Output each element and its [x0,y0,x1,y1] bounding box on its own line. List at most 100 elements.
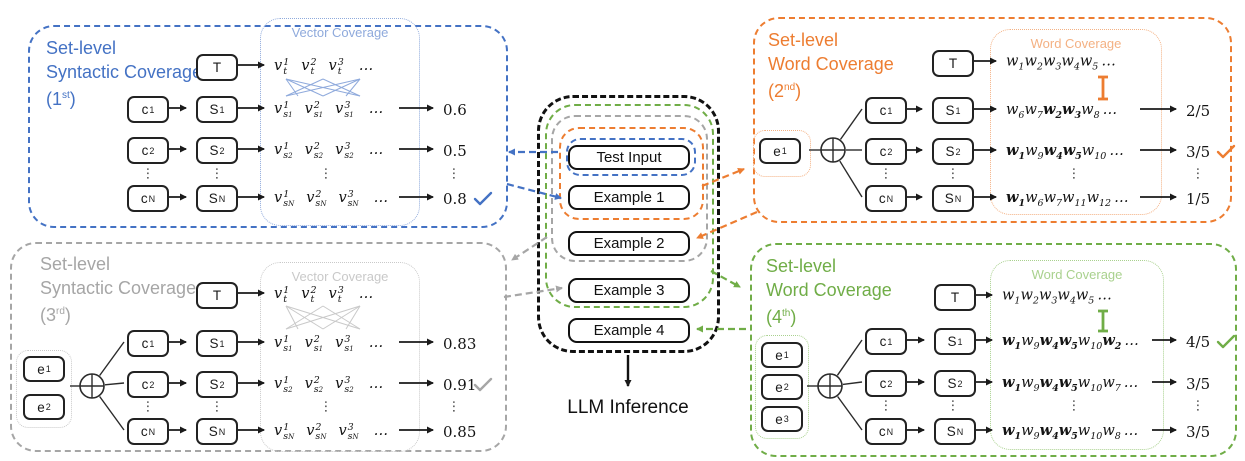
score-value-1: 0.6 [443,101,467,119]
word-row-1: w1w9w4w5w10w2… [1002,332,1139,352]
word-row-N: w1w6w7w11w12… [1006,189,1129,209]
check-icon [473,377,493,397]
score-value-N: 3/5 [1186,423,1211,441]
score-value-2: 0.5 [443,142,467,160]
dots: ⋮ [141,399,155,415]
coverage-box [990,29,1162,215]
t-box: T [196,54,238,81]
score-value-2: 3/5 [1186,143,1211,161]
word-row-t: w1w2w3w4w5… [1002,287,1112,307]
word-row-N: w1w9w4w5w10w8… [1002,422,1139,442]
score-value-1: 0.83 [443,335,477,353]
coverage-box [260,18,420,226]
t-box: T [934,284,976,311]
llm-inference-label: LLM Inference [567,397,689,418]
example-set-box [755,335,809,439]
dots: ⋮ [879,398,893,414]
dots: ⋮ [946,398,960,414]
check-icon [1216,144,1236,164]
coverage-label: Word Coverage [1031,267,1123,282]
score-value-2: 3/5 [1186,375,1211,393]
dots: ⋮ [210,166,224,182]
check-icon [473,191,493,211]
prompt-ring-blue [566,138,696,176]
coverage-label: Word Coverage [1030,36,1122,51]
example-set-box [16,350,72,428]
score-value-2: 0.91 [443,376,477,394]
word-row-2: w1w9w4w5w10w7… [1002,374,1139,394]
dots: ⋮ [319,399,333,415]
prompt-ring-green [545,104,714,308]
dots: ⋮ [141,166,155,182]
stack-item-example-1: Example 1 [568,185,690,210]
word-row-t: w1w2w3w4w5… [1006,53,1116,73]
score-value-1: 2/5 [1186,102,1211,120]
score-value-N: 0.85 [443,423,477,441]
t-box: T [196,282,238,309]
score-value-N: 0.8 [443,190,467,208]
stack-item-test-input: Test Input [568,145,690,170]
example-set-box [753,130,811,177]
dots: ⋮ [447,399,461,415]
coverage-label: Vector Coverage [291,25,389,40]
score-value-1: 4/5 [1186,333,1211,351]
dots: ⋮ [319,166,333,182]
dots: ⋮ [946,166,960,182]
stack-item-example-2: Example 2 [568,231,690,256]
dots: ⋮ [447,166,461,182]
word-row-1: w6w7w2w3w8… [1006,101,1118,121]
coverage-label: Vector Coverage [291,269,389,284]
dots: ⋮ [1191,398,1205,414]
coverage-box [990,260,1164,450]
stack-item-example-3: Example 3 [568,278,690,303]
dots: ⋮ [210,399,224,415]
coverage-box [260,262,420,452]
dots: ⋮ [1067,398,1081,414]
t-box: T [932,50,974,77]
word-row-2: w1w9w4w5w10… [1006,142,1124,162]
dots: ⋮ [1067,166,1081,182]
dots: ⋮ [1191,166,1205,182]
